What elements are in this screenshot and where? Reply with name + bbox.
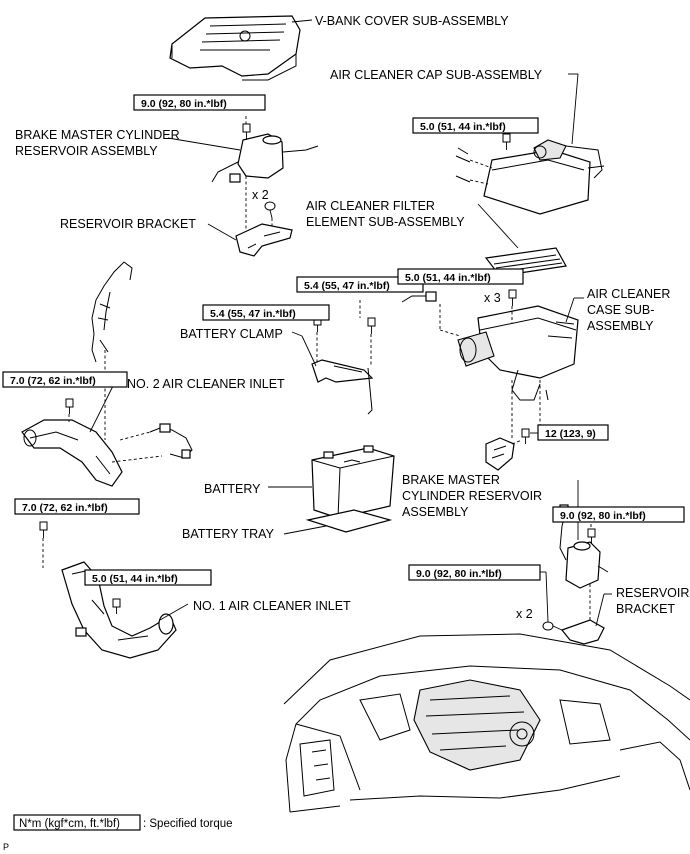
torque-spec-box: 7.0 (72, 62 in.*lbf) — [2, 371, 128, 388]
torque-spec-box: 9.0 (92, 80 in.*lbf) — [552, 506, 685, 523]
label-case-line3: ASSEMBLY — [587, 319, 654, 333]
label-brake-master-top-line2: RESERVOIR ASSEMBLY — [15, 144, 158, 158]
torque-spec-box: 7.0 (72, 62 in.*lbf) — [14, 498, 140, 515]
air-cleaner-case-part — [457, 305, 579, 401]
reservoir-bracket-top-part — [235, 223, 293, 257]
quantity-x2-top: x 2 — [252, 188, 269, 202]
torque-spec-box: 5.0 (51, 44 in.*lbf) — [412, 117, 539, 134]
svg-text:5.0 (51, 44 in.*lbf): 5.0 (51, 44 in.*lbf) — [405, 272, 491, 284]
bolt-icon — [39, 521, 48, 538]
svg-text:5.0 (51, 44 in.*lbf): 5.0 (51, 44 in.*lbf) — [92, 573, 178, 585]
battery-part — [311, 445, 395, 519]
torque-spec-box: 5.0 (51, 44 in.*lbf) — [397, 268, 524, 285]
svg-text:9.0 (92, 80 in.*lbf): 9.0 (92, 80 in.*lbf) — [560, 510, 646, 522]
svg-text:9.0 (92, 80 in.*lbf): 9.0 (92, 80 in.*lbf) — [416, 568, 502, 580]
label-brake-master-bottom-line2: CYLINDER RESERVOIR — [402, 489, 542, 503]
brake-master-reservoir-top-part — [211, 133, 319, 183]
vehicle-engine-bay-illustration — [283, 633, 690, 813]
svg-text:12 (123, 9): 12 (123, 9) — [545, 428, 596, 440]
torque-spec-box: 9.0 (92, 80 in.*lbf) — [133, 94, 266, 111]
label-case-line1: AIR CLEANER — [587, 287, 670, 301]
torque-spec-box: 5.4 (55, 47 in.*lbf) — [202, 304, 330, 321]
torque-spec-box: 9.0 (92, 80 in.*lbf) — [408, 564, 541, 581]
label-air-cleaner-cap: AIR CLEANER CAP SUB-ASSEMBLY — [330, 68, 543, 82]
bolt-icon — [508, 289, 517, 306]
label-filter-element-line2: ELEMENT SUB-ASSEMBLY — [306, 215, 465, 229]
bolt-icon — [542, 621, 563, 631]
no2-air-cleaner-inlet-part — [21, 419, 123, 487]
label-no1-inlet: NO. 1 AIR CLEANER INLET — [193, 599, 351, 613]
torque-legend: N*m (kgf*cm, ft.*lbf) : Specified torque — [13, 814, 233, 831]
wire-harness-part — [91, 261, 133, 363]
bolt-icon — [242, 123, 251, 140]
bolt-icon — [112, 598, 121, 614]
label-battery-clamp: BATTERY CLAMP — [180, 327, 283, 341]
legend-unit-box-text: N*m (kgf*cm, ft.*lbf) — [19, 818, 120, 830]
corner-mark: P — [3, 842, 9, 852]
case-bracket-part — [485, 437, 515, 471]
svg-text:5.0 (51, 44 in.*lbf): 5.0 (51, 44 in.*lbf) — [420, 121, 506, 133]
bolt-icon — [587, 528, 596, 544]
label-reservoir-bracket-bottom-line1: RESERVOIR — [616, 586, 689, 600]
svg-text:7.0 (72, 62 in.*lbf): 7.0 (72, 62 in.*lbf) — [10, 375, 96, 387]
quantity-x2-bottom: x 2 — [516, 607, 533, 621]
torque-spec-box: 5.4 (55, 47 in.*lbf) — [296, 276, 424, 293]
label-reservoir-bracket-bottom-line2: BRACKET — [616, 602, 675, 616]
label-battery-tray: BATTERY TRAY — [182, 527, 275, 541]
reservoir-bracket-bottom-part — [561, 619, 605, 645]
bolt-icon — [367, 317, 376, 334]
label-brake-master-top-line1: BRAKE MASTER CYLINDER — [15, 128, 180, 142]
label-filter-element-line1: AIR CLEANER FILTER — [306, 199, 435, 213]
label-battery: BATTERY — [204, 482, 261, 496]
svg-text:9.0 (92, 80 in.*lbf): 9.0 (92, 80 in.*lbf) — [141, 98, 227, 110]
battery-tray-part — [305, 509, 393, 533]
svg-text:5.4 (55, 47 in.*lbf): 5.4 (55, 47 in.*lbf) — [210, 308, 296, 320]
label-v-bank-cover: V-BANK COVER SUB-ASSEMBLY — [315, 14, 509, 28]
quantity-x3: x 3 — [484, 291, 501, 305]
bolt-icon — [264, 201, 276, 219]
label-brake-master-bottom-line1: BRAKE MASTER — [402, 473, 500, 487]
air-cleaner-cap-part — [455, 139, 605, 215]
hose-connector-part — [401, 291, 437, 303]
bolt-icon — [65, 398, 74, 414]
bolt-icon — [521, 428, 530, 444]
label-no2-inlet: NO. 2 AIR CLEANER INLET — [127, 377, 285, 391]
label-reservoir-bracket-top: RESERVOIR BRACKET — [60, 217, 196, 231]
torque-spec-box: 12 (123, 9) — [537, 424, 609, 441]
svg-text:5.4 (55, 47 in.*lbf): 5.4 (55, 47 in.*lbf) — [304, 280, 390, 292]
legend-description: : Specified torque — [143, 818, 233, 830]
torque-spec-box: 5.0 (51, 44 in.*lbf) — [84, 569, 212, 586]
svg-text:7.0 (72, 62 in.*lbf): 7.0 (72, 62 in.*lbf) — [22, 502, 108, 514]
battery-clamp-part — [311, 359, 374, 415]
bolt-icon — [502, 133, 511, 150]
label-brake-master-bottom-line3: ASSEMBLY — [402, 505, 469, 519]
sensor-connector-part — [149, 423, 193, 459]
label-case-line2: CASE SUB- — [587, 303, 654, 317]
v-bank-cover-part — [169, 15, 301, 81]
